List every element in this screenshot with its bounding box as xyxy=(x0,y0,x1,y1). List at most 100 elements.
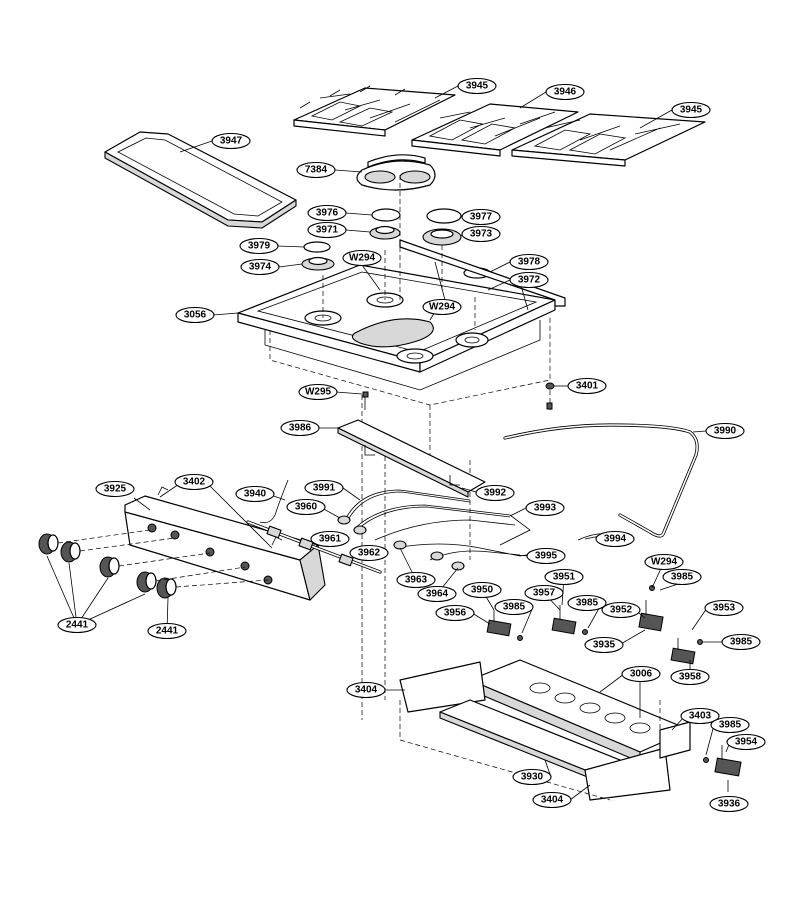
svg-text:3985: 3985 xyxy=(671,572,694,583)
svg-text:2441: 2441 xyxy=(156,626,179,637)
svg-text:3978: 3978 xyxy=(518,257,541,268)
svg-text:7384: 7384 xyxy=(305,165,328,176)
callout-3961: 3961 xyxy=(310,530,350,548)
svg-text:3986: 3986 xyxy=(289,423,312,434)
callout-3946: 3946 xyxy=(545,83,585,101)
callout-3985-d: 3985 xyxy=(721,633,761,651)
svg-text:3006: 3006 xyxy=(630,669,653,680)
svg-text:3957: 3957 xyxy=(533,588,556,599)
callout-3947: 3947 xyxy=(211,132,251,150)
callout-3936: 3936 xyxy=(709,795,749,813)
burner-head-3974 xyxy=(301,256,335,271)
callout-3958: 3958 xyxy=(670,668,710,686)
svg-text:3991: 3991 xyxy=(313,483,336,494)
callout-3401: 3401 xyxy=(567,377,607,395)
callout-3930: 3930 xyxy=(512,768,552,786)
callout-3402: 3402 xyxy=(174,473,214,491)
guide-lines xyxy=(269,315,551,720)
svg-text:3402: 3402 xyxy=(183,477,206,488)
svg-text:3947: 3947 xyxy=(220,136,243,147)
grate-right xyxy=(511,113,706,167)
svg-text:3992: 3992 xyxy=(484,488,507,499)
svg-text:3953: 3953 xyxy=(713,603,736,614)
callout-3973: 3973 xyxy=(461,225,501,243)
callout-3985-e: 3985 xyxy=(710,716,750,734)
svg-text:3979: 3979 xyxy=(248,241,271,252)
callout-3993: 3993 xyxy=(525,499,565,517)
callout-3404-lower: 3404 xyxy=(532,791,572,809)
svg-text:3985: 3985 xyxy=(730,637,753,648)
callout-3994: 3994 xyxy=(595,530,635,548)
callout-3957: 3957 xyxy=(524,584,564,602)
svg-text:3977: 3977 xyxy=(470,212,493,223)
svg-text:3985: 3985 xyxy=(719,720,742,731)
svg-text:3973: 3973 xyxy=(470,229,493,240)
svg-text:3930: 3930 xyxy=(521,772,544,783)
callout-2441-b: 2441 xyxy=(147,622,187,640)
leader-lines xyxy=(46,85,731,801)
svg-text:W294: W294 xyxy=(349,253,376,264)
callout-3954: 3954 xyxy=(726,733,766,751)
svg-text:3940: 3940 xyxy=(244,489,267,500)
svg-text:W294: W294 xyxy=(429,302,456,313)
burner-cap-3976 xyxy=(371,208,401,222)
svg-text:3958: 3958 xyxy=(679,672,702,683)
callout-2441-a: 2441 xyxy=(57,616,97,634)
burner-7384 xyxy=(356,154,436,191)
callout-3945-right: 3945 xyxy=(671,101,711,119)
burner-head-3973 xyxy=(422,228,462,246)
callout-3978: 3978 xyxy=(509,253,549,271)
svg-text:3963: 3963 xyxy=(405,575,428,586)
svg-text:3945: 3945 xyxy=(466,81,489,92)
svg-text:3950: 3950 xyxy=(471,585,494,596)
manifold xyxy=(246,479,382,574)
callout-3977: 3977 xyxy=(461,208,501,226)
callout-3963: 3963 xyxy=(396,571,436,589)
bracket-3986 xyxy=(337,419,486,498)
callout-3953: 3953 xyxy=(704,599,744,617)
callout-w295: W295 xyxy=(298,383,338,401)
burner-head-3971 xyxy=(369,225,401,240)
callout-3991: 3991 xyxy=(304,479,344,497)
svg-text:3995: 3995 xyxy=(535,551,558,562)
svg-text:3976: 3976 xyxy=(316,208,339,219)
callout-3925: 3925 xyxy=(95,480,135,498)
callout-3056: 3056 xyxy=(175,306,215,324)
svg-text:3974: 3974 xyxy=(249,262,272,273)
svg-text:3972: 3972 xyxy=(518,275,541,286)
svg-text:3985: 3985 xyxy=(576,598,599,609)
callout-7384: 7384 xyxy=(296,161,336,179)
svg-text:3952: 3952 xyxy=(610,605,633,616)
svg-text:3935: 3935 xyxy=(593,640,616,651)
svg-text:3951: 3951 xyxy=(553,572,576,583)
callout-3979: 3979 xyxy=(239,237,279,255)
callout-3962: 3962 xyxy=(349,544,389,562)
control-panel xyxy=(124,486,326,601)
svg-text:3990: 3990 xyxy=(714,426,737,437)
knobs xyxy=(38,529,269,599)
svg-text:3993: 3993 xyxy=(534,503,557,514)
svg-text:3936: 3936 xyxy=(718,799,741,810)
svg-text:3971: 3971 xyxy=(316,225,339,236)
svg-text:3945: 3945 xyxy=(680,105,703,116)
callout-3985-a: 3985 xyxy=(662,568,702,586)
valve-tubes xyxy=(337,489,611,571)
callout-w294-right: W294 xyxy=(644,553,684,571)
screw-w295 xyxy=(362,391,369,410)
svg-text:3925: 3925 xyxy=(104,484,127,495)
svg-text:3946: 3946 xyxy=(554,87,577,98)
svg-text:3954: 3954 xyxy=(735,737,758,748)
svg-text:3985: 3985 xyxy=(503,602,526,613)
callout-3964: 3964 xyxy=(417,585,457,603)
callout-3960: 3960 xyxy=(286,498,326,516)
grate-center xyxy=(411,103,579,157)
svg-text:3404: 3404 xyxy=(355,685,378,696)
gas-tube-3990 xyxy=(503,423,699,538)
callout-3972: 3972 xyxy=(509,271,549,289)
callout-3974: 3974 xyxy=(240,258,280,276)
svg-text:W294: W294 xyxy=(651,557,678,568)
callout-3950: 3950 xyxy=(462,581,502,599)
callout-3971: 3971 xyxy=(307,221,347,239)
callout-3940: 3940 xyxy=(235,485,275,503)
svg-text:3403: 3403 xyxy=(689,711,712,722)
